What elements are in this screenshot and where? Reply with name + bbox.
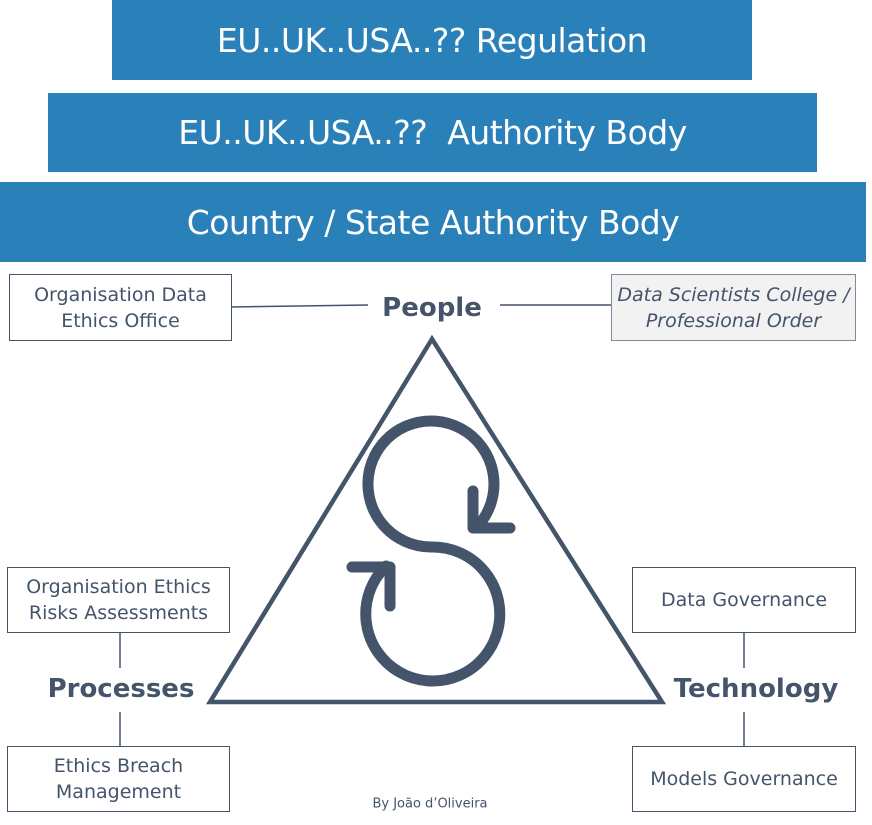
regulation-banner: EU..UK..USA..?? Regulation <box>112 0 752 80</box>
box-line: Ethics Office <box>61 309 180 332</box>
people-label: People <box>382 293 482 323</box>
cycle-icon <box>346 415 516 687</box>
authority-body-text: EU..UK..USA..?? Authority Body <box>178 113 687 152</box>
country-authority-banner: Country / State Authority Body <box>0 182 866 262</box>
author-credit: By João d’Oliveira <box>372 796 488 812</box>
box-line: Risks Assessments <box>28 602 209 624</box>
box-line: Management <box>55 781 182 803</box>
box-line: Data Governance <box>660 589 828 611</box>
regulation-text: EU..UK..USA..?? Regulation <box>216 20 648 60</box>
connector-line <box>230 304 369 308</box>
technology-label: Technology <box>673 674 839 704</box>
country-authority-text: Country / State Authority Body <box>186 202 680 242</box>
box-line: Organisation Data <box>34 283 207 306</box>
box-line: Ethics Breach <box>53 755 184 777</box>
models-governance-box: Models Governance <box>632 746 856 812</box>
processes-label: Processes <box>47 674 195 704</box>
box-line: Professional Order <box>645 309 822 332</box>
authority-body-banner: EU..UK..USA..?? Authority Body <box>48 93 817 172</box>
data-governance-box: Data Governance <box>632 567 856 633</box>
box-line: Models Governance <box>650 768 838 790</box>
triangle-shape <box>205 334 667 705</box>
data-scientists-college-box: Data Scientists College / Professional Or… <box>611 274 856 341</box>
box-line: Organisation Ethics <box>26 576 211 598</box>
box-line: Data Scientists College / <box>617 283 850 306</box>
